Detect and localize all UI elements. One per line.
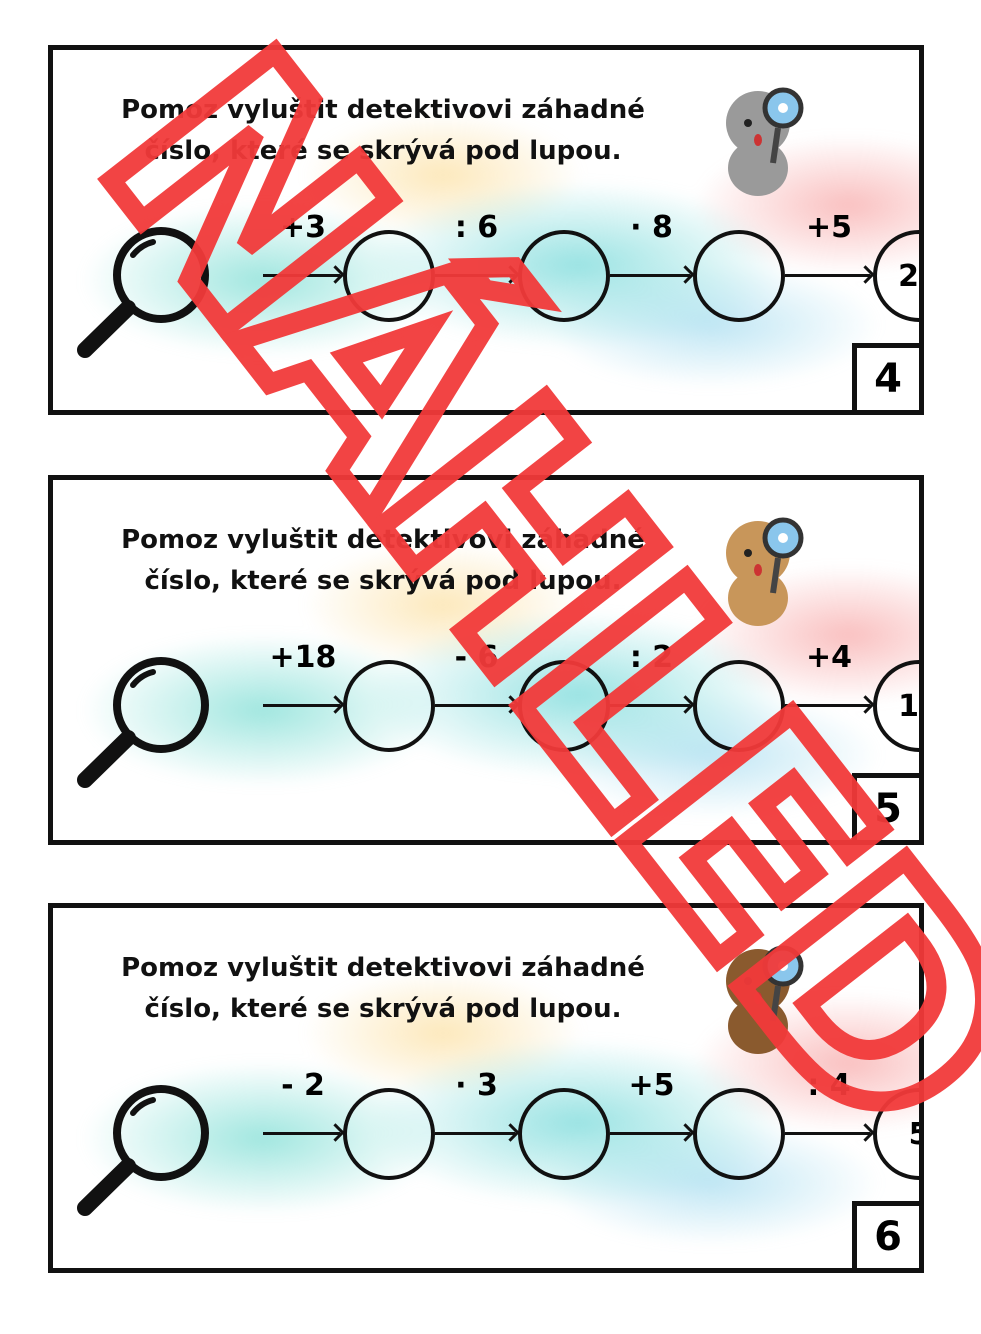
blank-circle[interactable] — [518, 230, 610, 322]
result-value: 5 — [909, 1117, 919, 1152]
card-number: 6 — [852, 1201, 919, 1268]
number-chain: 11 +18 - 6 : 2 +4 — [73, 640, 919, 790]
operation-label: - 6 — [454, 640, 499, 675]
operation-label: +18 — [269, 640, 337, 675]
arrow — [610, 274, 690, 277]
result-value: 11 — [898, 688, 919, 724]
operation-label: +3 — [279, 210, 326, 245]
dog-detective-icon — [726, 517, 804, 626]
result-circle: 11 — [873, 660, 919, 752]
arrow — [610, 1132, 690, 1135]
result-circle: 5 — [873, 1088, 919, 1180]
blank-circle[interactable] — [343, 1088, 435, 1180]
magnifier-icon — [77, 657, 209, 788]
card-number: 4 — [852, 343, 919, 410]
operation-label: : 2 — [629, 640, 674, 675]
blank-circle[interactable] — [518, 1088, 610, 1180]
arrow — [785, 704, 870, 707]
blank-circle[interactable] — [693, 230, 785, 322]
number-chain: 5 - 2 · 3 +5 : 4 — [73, 1068, 919, 1218]
blank-circle[interactable] — [693, 660, 785, 752]
result-circle: 29 — [873, 230, 919, 322]
card-number: 5 — [852, 773, 919, 840]
operation-label: · 8 — [630, 210, 673, 245]
magnifier-icon — [77, 227, 209, 358]
operation-label: +5 — [805, 210, 852, 245]
operation-label: : 4 — [807, 1068, 851, 1103]
operation-label: - 2 — [281, 1068, 325, 1103]
arrow — [435, 1132, 515, 1135]
arrow — [263, 704, 340, 707]
arrow — [263, 1132, 340, 1135]
arrow — [785, 1132, 870, 1135]
cat-detective-icon — [726, 87, 804, 196]
operation-label: : 6 — [454, 210, 499, 245]
arrow — [263, 274, 340, 277]
arrow — [785, 274, 870, 277]
blank-circle[interactable] — [343, 230, 435, 322]
blank-circle[interactable] — [343, 660, 435, 752]
arrow — [610, 704, 690, 707]
operation-label: +5 — [628, 1068, 675, 1103]
bear-detective-icon — [726, 945, 804, 1054]
blank-circle[interactable] — [518, 660, 610, 752]
blank-circle[interactable] — [693, 1088, 785, 1180]
arrow — [435, 704, 515, 707]
operation-label: +4 — [805, 640, 852, 675]
number-chain: 29 +3 : 6 · 8 +5 — [73, 210, 919, 360]
arrow — [435, 274, 515, 277]
magnifier-icon — [77, 1085, 209, 1216]
result-value: 29 — [898, 258, 919, 294]
operation-label: · 3 — [455, 1068, 498, 1103]
